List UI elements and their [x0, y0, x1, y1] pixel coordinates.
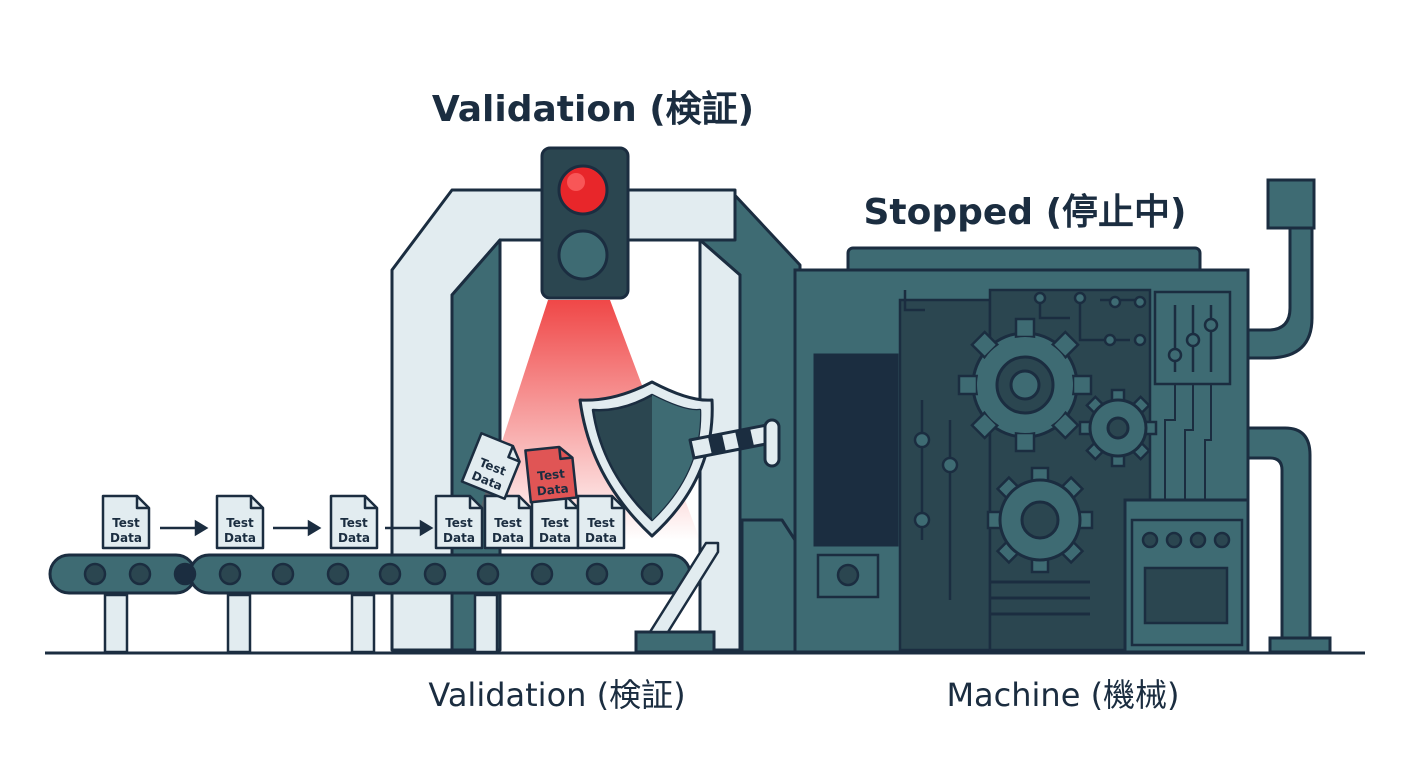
stopped-status-label: Stopped (停止中): [863, 192, 1186, 233]
test-data-card: Test Data: [483, 494, 533, 550]
svg-text:Test: Test: [112, 516, 140, 530]
validation-title-label: Validation (検証): [432, 89, 754, 130]
test-data-card: Test Data: [329, 494, 379, 550]
exhaust-pipe: [1246, 426, 1312, 642]
svg-text:Test: Test: [494, 516, 522, 530]
svg-text:Data: Data: [338, 531, 370, 545]
svg-text:Data: Data: [110, 531, 142, 545]
svg-text:Data: Data: [492, 531, 524, 545]
flow-arrows: [160, 519, 434, 537]
rejected-test-data-card: Test Data: [524, 445, 578, 504]
svg-text:Data: Data: [443, 531, 475, 545]
machine: [793, 178, 1332, 654]
svg-text:Data: Data: [539, 531, 571, 545]
svg-text:Data: Data: [536, 481, 569, 498]
svg-text:Test: Test: [226, 516, 254, 530]
barrier-arm: [688, 418, 781, 468]
svg-text:Data: Data: [585, 531, 617, 545]
svg-text:Data: Data: [224, 531, 256, 545]
large-gear-icon: [957, 317, 1093, 453]
svg-text:Test: Test: [340, 516, 368, 530]
red-signal-light: [557, 164, 609, 216]
svg-text:Test: Test: [541, 516, 569, 530]
test-data-card: Test Data: [101, 494, 151, 550]
machine-caption-label: Machine (機械): [946, 676, 1179, 714]
svg-text:Test: Test: [587, 516, 615, 530]
small-gear-icon: [1078, 388, 1158, 468]
test-data-card: Test Data: [215, 494, 265, 550]
traffic-light: [540, 146, 630, 300]
svg-text:Test: Test: [445, 516, 473, 530]
test-data-card: Test Data: [530, 494, 580, 550]
svg-text:Test: Test: [537, 467, 566, 484]
test-data-card: Test Data: [576, 494, 626, 550]
off-signal-light: [557, 229, 609, 281]
test-data-card: Test Data: [434, 494, 484, 550]
card-queue: Test Data Test Data Test Data Test Data …: [101, 432, 626, 550]
conveyor-belt: [48, 541, 720, 654]
shield-icon: [578, 380, 714, 538]
lower-gear-icon: [986, 466, 1094, 574]
validation-caption-label: Validation (検証): [428, 676, 685, 714]
